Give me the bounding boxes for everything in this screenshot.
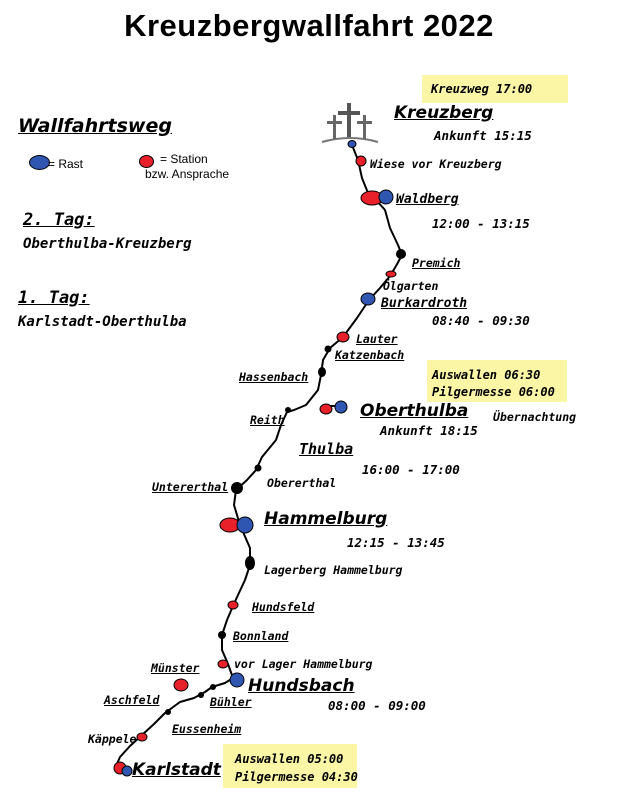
place-katzenbach: Katzenbach bbox=[335, 348, 405, 362]
karlstadt-info-box: Auswallen 05:00 Pilgermesse 04:30 bbox=[223, 744, 358, 788]
time-burkardroth: 08:40 - 09:30 bbox=[432, 313, 530, 328]
waypoint-marker-hassenbach bbox=[318, 367, 326, 377]
waypoint-marker-untererthal bbox=[231, 482, 243, 494]
station-marker-muenster bbox=[173, 678, 189, 692]
place-aschfeld: Aschfeld bbox=[104, 693, 160, 707]
day1-route: Karlstadt-Oberthulba bbox=[18, 314, 187, 330]
place-hundsfeld: Hundsfeld bbox=[252, 600, 315, 614]
time-thulba: 16:00 - 17:00 bbox=[362, 462, 460, 477]
place-bonnland: Bonnland bbox=[233, 629, 289, 643]
place-hassenbach: Hassenbach bbox=[239, 370, 309, 384]
place-oberthulba: Oberthulba bbox=[360, 401, 469, 421]
place-burkardroth: Burkardroth bbox=[381, 296, 468, 311]
time-hammelburg: 12:15 - 13:45 bbox=[347, 535, 445, 550]
rast-marker-hundsbach bbox=[229, 672, 245, 688]
station-marker-oberthulba bbox=[319, 403, 333, 415]
station-marker-lager bbox=[217, 659, 229, 669]
rast-marker-oberthulba bbox=[334, 400, 348, 414]
day1-heading: 1. Tag: bbox=[18, 288, 90, 308]
waypoint-marker-obererthal bbox=[254, 464, 262, 472]
kreuzberg-info-box: Kreuzweg 17:00 bbox=[422, 75, 568, 103]
place-thulba: Thulba bbox=[299, 440, 354, 458]
oberthulba-info-box: Auswallen 06:30 Pilgermesse 06:00 bbox=[427, 360, 567, 402]
station-marker-kaeppele bbox=[136, 732, 148, 742]
place-obererthal: Obererthal bbox=[267, 476, 337, 490]
time-hundsbach: 08:00 - 09:00 bbox=[328, 698, 426, 713]
station-marker-oelgarten bbox=[385, 270, 397, 278]
place-hundsbach: Hundsbach bbox=[248, 676, 355, 696]
time-oberthulba: Ankunft 18:15 bbox=[380, 423, 478, 438]
place-oelgarten: Ölgarten bbox=[383, 279, 439, 293]
route-markers bbox=[113, 140, 406, 777]
place-muenster: Münster bbox=[151, 661, 200, 675]
time-kreuzberg: Ankunft 15:15 bbox=[434, 128, 532, 143]
place-reith: Reith bbox=[250, 413, 285, 427]
oberthulba-auswallen: Auswallen 06:30 bbox=[432, 368, 541, 382]
place-wiese: Wiese vor Kreuzberg bbox=[370, 157, 502, 171]
page-title: Kreuzbergwallfahrt 2022 bbox=[124, 8, 494, 43]
place-hammelburg: Hammelburg bbox=[264, 509, 388, 529]
rast-marker-waldberg bbox=[378, 189, 394, 205]
waypoint-marker-aschfeld-2 bbox=[165, 709, 171, 715]
place-lagerberg: Lagerberg Hammelburg bbox=[264, 563, 403, 577]
legend-station-dot bbox=[139, 155, 154, 168]
waypoint-marker-buehler bbox=[210, 684, 216, 690]
place-waldberg: Waldberg bbox=[396, 192, 459, 207]
waypoint-marker-bonnland bbox=[218, 631, 226, 639]
place-kaeppele: Käppele bbox=[88, 732, 137, 746]
rast-marker-hammelburg bbox=[236, 516, 254, 534]
legend-station-label: = Station bbox=[160, 152, 208, 166]
waypoint-marker-reith bbox=[285, 407, 291, 413]
rast-marker-burkardroth bbox=[360, 292, 376, 306]
waypoint-marker-lagerberg bbox=[245, 556, 255, 570]
waypoint-marker-katzenbach bbox=[324, 345, 332, 353]
waypoint-marker-premich bbox=[396, 249, 406, 259]
station-marker-wiese bbox=[355, 155, 367, 167]
place-eussenheim: Eussenheim bbox=[172, 722, 242, 736]
karlstadt-auswallen: Auswallen 05:00 bbox=[235, 752, 344, 766]
place-lager: vor Lager Hammelburg bbox=[234, 657, 373, 671]
rast-marker-kreuzberg bbox=[347, 140, 357, 148]
karlstadt-pilgermesse: Pilgermesse 04:30 bbox=[235, 770, 358, 784]
kreuzweg-time: Kreuzweg 17:00 bbox=[431, 82, 533, 96]
legend-rast-label: = Rast bbox=[48, 157, 84, 171]
place-kreuzberg: Kreuzberg bbox=[394, 103, 494, 123]
station-marker-lauter bbox=[336, 331, 350, 343]
station-marker-hundsfeld bbox=[227, 600, 239, 610]
kreuzberg-crosses-icon bbox=[321, 103, 379, 143]
legend-rast-dot bbox=[29, 155, 50, 170]
place-karlstadt: Karlstadt bbox=[132, 760, 221, 780]
day2-heading: 2. Tag: bbox=[23, 210, 95, 230]
legend-station-sublabel: bzw. Ansprache bbox=[145, 167, 230, 181]
place-lauter: Lauter bbox=[356, 332, 398, 346]
rast-marker-karlstadt bbox=[121, 765, 133, 777]
day2-route: Oberthulba-Kreuzberg bbox=[23, 236, 192, 252]
place-buehler: Bühler bbox=[210, 695, 252, 709]
place-premich: Premich bbox=[412, 256, 461, 270]
legend-heading: Wallfahrtsweg bbox=[18, 115, 172, 137]
label-uebernachtung: Übernachtung bbox=[493, 410, 577, 424]
time-waldberg: 12:00 - 13:15 bbox=[432, 216, 530, 231]
place-untererthal: Untererthal bbox=[152, 480, 229, 494]
waypoint-marker-aschfeld-1 bbox=[198, 692, 204, 698]
oberthulba-pilgermesse: Pilgermesse 06:00 bbox=[432, 385, 555, 399]
